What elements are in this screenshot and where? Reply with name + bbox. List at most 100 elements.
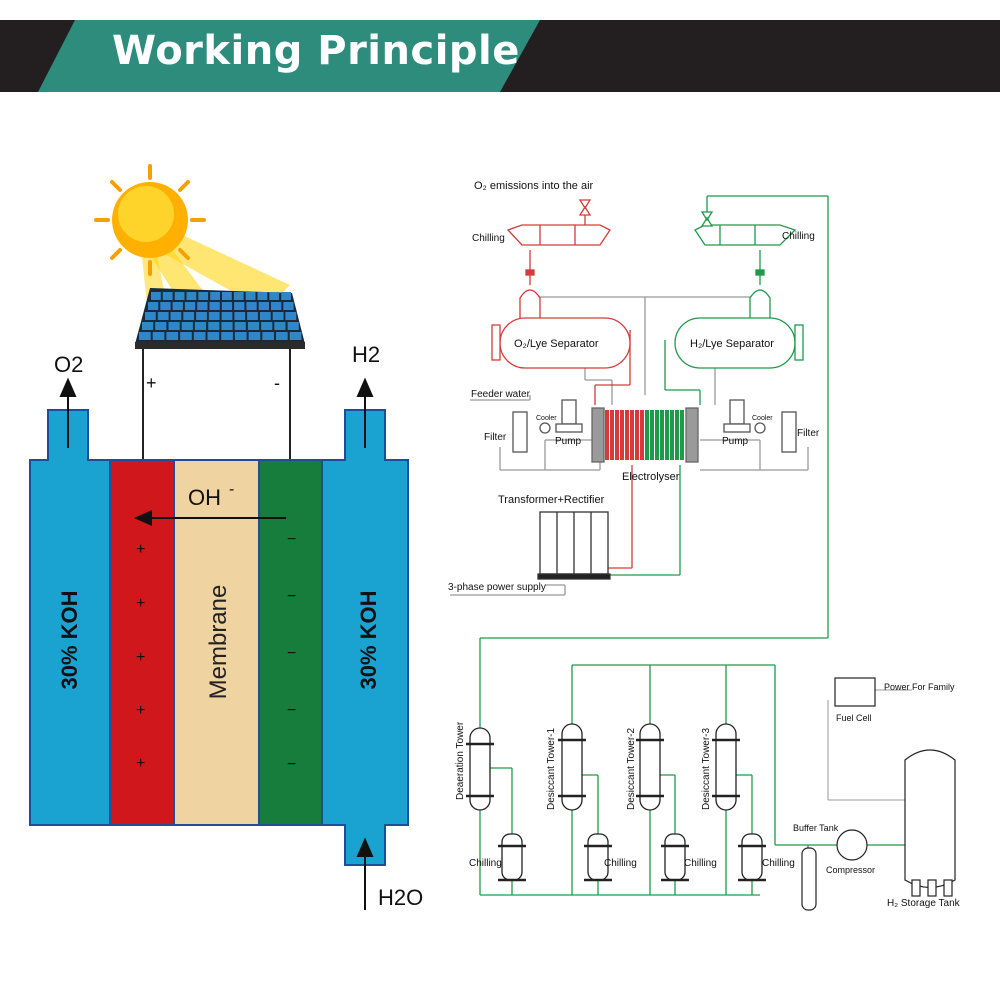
solar-cell [208,322,220,330]
h2o-input-label: H2O [378,885,423,910]
solar-cell [151,292,161,300]
solar-cell [276,332,288,340]
solar-cell [234,312,246,320]
solar-cell [234,302,245,310]
header-banner: Working Principle [0,20,1000,92]
solar-cell [196,312,207,320]
chilling-left-label: Chilling [472,233,505,244]
solar-cell [221,312,233,320]
storage-tank [904,749,956,889]
power-supply-label: 3-phase power supply [448,582,546,593]
solar-cell [248,332,261,340]
solar-cell [172,302,183,310]
membrane-label: Membrane [205,585,232,700]
electrolysis-cell: + - O2 H2 H2O OH - + + + + + [29,164,423,910]
solar-cell [283,302,294,310]
sun-icon [94,164,290,330]
electrolyser-plate [605,410,609,460]
solar-cell [155,322,167,330]
electrolyser-plate [665,410,669,460]
anode-sign: + [136,541,145,558]
solar-cell [152,332,165,340]
solar-cell [247,312,258,320]
solar-cell [193,332,206,340]
cathode-sign: − [287,645,296,662]
electrolyser-plate [645,410,649,460]
anode-sign: + [136,595,145,612]
chilling-right-label: Chilling [782,231,815,242]
solar-cell [261,322,273,330]
solar-cell [258,302,269,310]
solar-cell [221,332,233,340]
solar-cell [209,302,220,310]
solar-cell [174,292,185,300]
electrolyser-stack [591,407,699,463]
filter-left-label: Filter [484,432,507,443]
electrolyser-plate [635,410,639,460]
solar-cell [221,302,233,310]
feeder-water-label: Feeder water [471,389,531,400]
solar-cell [221,322,233,330]
electrolyser-plate [610,410,614,460]
solar-cell [271,302,282,310]
electrolyser-plate [670,410,674,460]
electrolyser-plate [655,410,659,460]
o2-emission-label: O₂ emissions into the air [474,180,594,192]
solar-cell [247,322,260,330]
electrolyser-plate [675,410,679,460]
electrolyser-plate [630,410,634,460]
solar-cell [207,332,220,340]
electrolyser-label: Electrolyser [622,471,680,483]
cooler-left-label: Cooler [536,415,557,422]
solar-cell [186,292,197,300]
storage-tank-label: H₂ Storage Tank [887,898,961,909]
solar-cell [139,332,151,340]
solar-cell [245,292,256,300]
cathode-sign: − [287,756,296,773]
solar-cell [210,292,220,300]
desiccant-tower-2-label: Desiccant Tower-2 [626,727,637,810]
filter-right-label: Filter [797,428,820,439]
desiccant-tower-3-label: Desiccant Tower-3 [701,727,712,810]
desiccant-tower-1-label: Desiccant Tower-1 [546,727,557,810]
solar-cell [274,322,286,330]
right-electrolyte-label: 30% KOH [356,590,381,689]
left-koh-chamber [29,409,111,826]
pump-right-label: Pump [722,436,749,447]
electrolyser-plate [625,410,629,460]
solar-cell [160,302,171,310]
compressor [836,829,868,861]
right-koh-chamber [321,409,409,866]
cooler-right-label: Cooler [752,415,773,422]
solar-cell [168,322,180,330]
o2-separator-label: O₂/Lye Separator [514,338,599,350]
chilling-label: Chilling [469,858,502,869]
solar-cell [287,322,299,330]
solar-cell [184,302,196,310]
membrane [173,459,260,826]
solar-cell [145,312,156,320]
solar-cell [262,332,274,340]
power-for-family-label: Power For Family [884,682,955,692]
cathode-sign: − [287,702,296,719]
chilling-label: Chilling [684,858,717,869]
solar-cell [170,312,182,320]
solar-cell [246,302,257,310]
buffer-tank-label: Buffer Tank [793,823,839,833]
solar-cell [197,302,208,310]
electrolyser-plate [615,410,619,460]
solar-cell [222,292,232,300]
hydroxide-ion-charge: - [229,481,234,498]
chilling-label: Chilling [762,858,795,869]
solar-cell [272,312,284,320]
solar-cell [289,332,302,340]
transformer-rectifier-cabinet [537,511,611,580]
solar-cell [180,332,192,340]
transformer-label: Transformer+Rectifier [498,494,605,506]
solar-cell [233,292,244,300]
process-flow [450,195,829,638]
o2-output-label: O2 [54,352,83,377]
compressor-label: Compressor [826,865,875,875]
solar-cell [234,332,247,340]
